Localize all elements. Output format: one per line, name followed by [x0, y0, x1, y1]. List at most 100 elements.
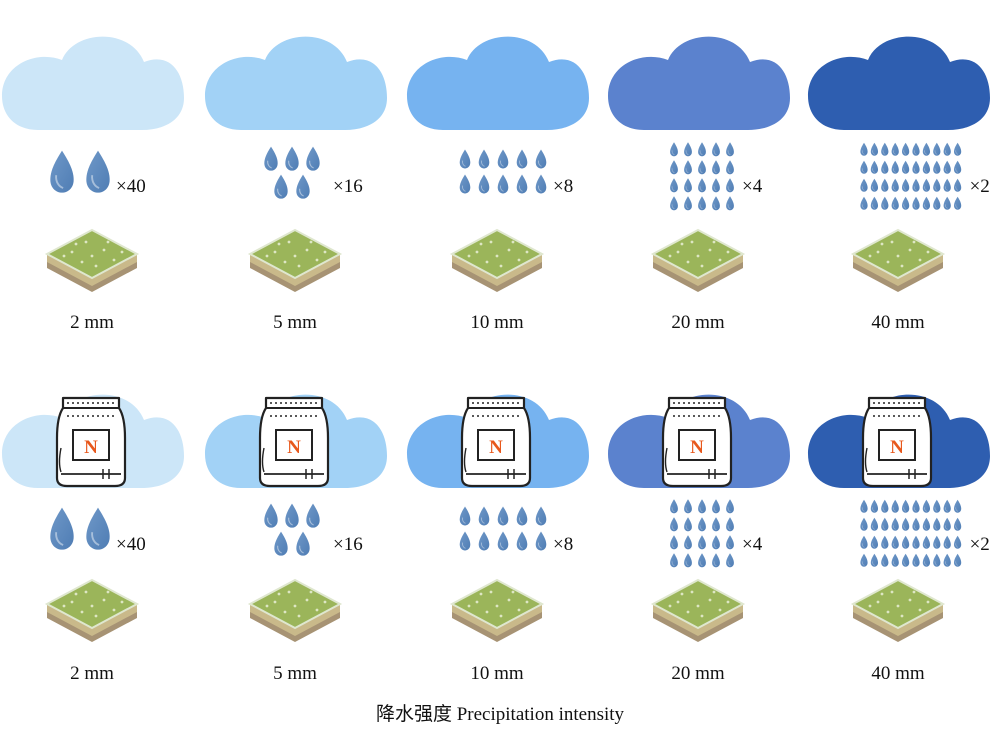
fertilizer-label: N	[690, 437, 704, 458]
raindrop-highlight	[713, 507, 717, 512]
raindrop-icon	[497, 531, 509, 551]
precipitation-amount-label: 5 mm	[273, 312, 317, 333]
raindrop-highlight	[924, 204, 927, 209]
raindrop-icon	[912, 517, 920, 531]
raindrop-highlight	[671, 525, 675, 530]
raindrop-highlight	[699, 168, 703, 173]
raindrop-highlight	[537, 185, 542, 192]
multiplier-label: ×8	[553, 176, 574, 197]
raindrop-highlight	[934, 525, 938, 530]
raindrop-icon	[306, 503, 320, 528]
raindrop-highlight	[277, 188, 282, 197]
raindrop-highlight	[299, 545, 304, 554]
raindrop-icon	[922, 535, 931, 549]
raindrop-icon	[901, 517, 910, 531]
raindrop-icon	[870, 196, 879, 210]
raindrop-icon	[891, 196, 899, 210]
raindrop-highlight	[872, 525, 875, 530]
raindrop-icon	[535, 149, 547, 169]
fertilizer-bag-icon: N	[661, 396, 733, 488]
raindrop-icon	[712, 196, 720, 211]
raindrop-icon	[860, 160, 868, 174]
raindrop-highlight	[903, 204, 907, 209]
raindrop-icon	[698, 499, 706, 514]
raindrop-highlight	[713, 150, 717, 155]
raindrop-highlight	[685, 525, 689, 530]
raindrop-highlight	[861, 168, 865, 173]
raindrop-highlight	[685, 204, 689, 209]
panel-row1-5mm	[205, 36, 387, 292]
raindrop-icon	[922, 178, 931, 192]
raindrop-icon	[684, 553, 692, 568]
raindrop-icon	[726, 553, 734, 568]
raindrop-icon	[933, 196, 941, 210]
raindrop-highlight	[727, 507, 731, 512]
raindrop-icon	[726, 499, 734, 514]
fertilizer-label: N	[287, 437, 301, 458]
raindrop-icon	[933, 535, 941, 549]
raindrop-highlight	[727, 186, 731, 191]
raindrop-highlight	[882, 204, 886, 209]
raindrop-icon	[296, 174, 310, 199]
raindrop-highlight	[955, 150, 959, 155]
cloud-icon	[407, 36, 589, 130]
raindrop-icon	[881, 553, 889, 567]
raindrop-icon	[478, 506, 490, 526]
raindrop-icon	[86, 150, 110, 193]
raindrop-icon	[870, 535, 879, 549]
raindrop-highlight	[671, 543, 675, 548]
raindrop-highlight	[903, 561, 907, 566]
raindrop-highlight	[727, 150, 731, 155]
precipitation-amount-label: 20 mm	[671, 663, 725, 684]
raindrop-icon	[264, 146, 278, 171]
raindrop-highlight	[727, 204, 731, 209]
raindrop-highlight	[861, 186, 865, 191]
raindrop-icon	[891, 553, 899, 567]
raindrop-icon	[698, 178, 706, 193]
raindrop-highlight	[713, 525, 717, 530]
multiplier-label: ×2	[969, 176, 990, 197]
raindrop-icon	[274, 531, 288, 556]
raindrop-icon	[881, 499, 889, 513]
raindrop-icon	[933, 160, 941, 174]
raindrop-highlight	[903, 525, 907, 530]
raindrop-icon	[943, 517, 951, 531]
raindrop-highlight	[934, 561, 938, 566]
raindrop-icon	[285, 146, 299, 171]
raindrop-highlight	[882, 543, 886, 548]
raindrop-icon	[698, 142, 706, 157]
raindrop-icon	[712, 553, 720, 568]
raindrop-highlight	[903, 186, 907, 191]
raindrop-icon	[953, 517, 962, 531]
soil-block-icon	[449, 228, 545, 292]
raindrop-highlight	[893, 543, 896, 548]
fertilizer-bag-icon: N	[55, 396, 127, 488]
panel-row1-40mm	[808, 36, 990, 292]
raindrop-highlight	[727, 543, 731, 548]
raindrop-highlight	[699, 525, 703, 530]
raindrop-highlight	[480, 185, 485, 192]
raindrop-highlight	[55, 532, 64, 546]
raindrop-highlight	[480, 542, 485, 549]
raindrop-icon	[478, 149, 490, 169]
raindrop-icon	[933, 553, 941, 567]
multiplier-label: ×2	[969, 534, 990, 555]
raindrop-icon	[684, 517, 692, 532]
raindrop-highlight	[893, 186, 896, 191]
raindrop-highlight	[267, 160, 272, 169]
raindrop-highlight	[913, 186, 917, 191]
raindrop-highlight	[671, 561, 675, 566]
raindrop-highlight	[288, 160, 293, 169]
raindrop-highlight	[461, 160, 466, 167]
raindrop-highlight	[945, 561, 948, 566]
soil-block-icon	[44, 578, 140, 642]
raindrop-highlight	[945, 507, 948, 512]
raindrop-icon	[860, 553, 868, 567]
raindrop-highlight	[461, 542, 466, 549]
raindrop-icon	[684, 142, 692, 157]
raindrop-highlight	[893, 525, 896, 530]
raindrop-icon	[698, 196, 706, 211]
raindrop-icon	[870, 178, 879, 192]
raindrop-highlight	[499, 160, 504, 167]
raindrop-highlight	[913, 561, 917, 566]
